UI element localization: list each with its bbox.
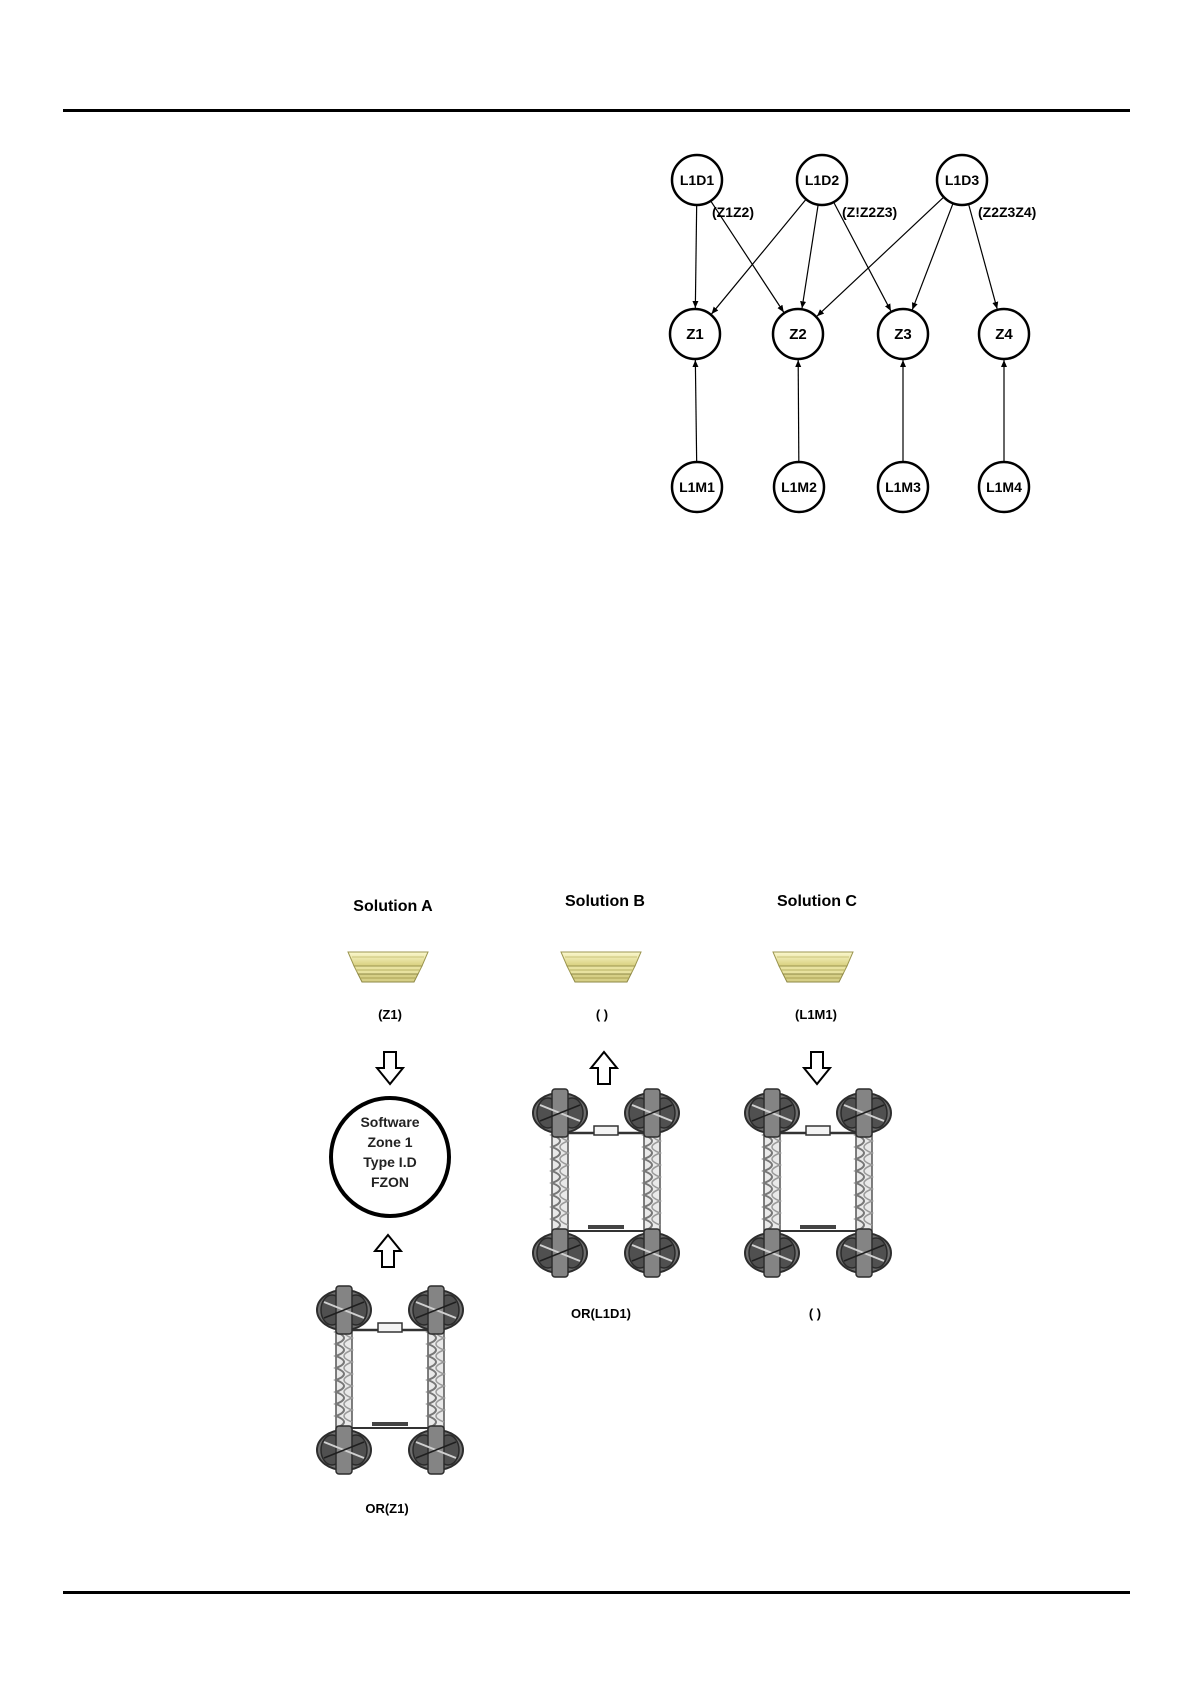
solution-b-sounder — [561, 952, 641, 982]
footer-rule — [63, 1591, 1130, 1594]
software-zone-line-2: Zone 1 — [367, 1134, 412, 1150]
software-zone-line-1: Software — [360, 1114, 419, 1130]
solution-b-top-label: ( ) — [596, 1007, 608, 1022]
solution-c-top-label: (L1M1) — [795, 1007, 837, 1022]
solution-c-bottom-label: ( ) — [809, 1306, 821, 1321]
solution-c-down-arrow-icon — [804, 1052, 830, 1084]
solution-a-device-cluster — [317, 1286, 463, 1474]
software-zone-line-4: FZON — [371, 1174, 409, 1190]
solution-a-top-label: (Z1) — [378, 1007, 402, 1022]
software-zone-line-3: Type I.D — [363, 1154, 416, 1170]
solution-a-title: Solution A — [353, 898, 433, 915]
solution-b-up-arrow-icon — [591, 1052, 617, 1084]
solution-b-bottom-label: OR(L1D1) — [571, 1306, 631, 1321]
solution-c-title: Solution C — [777, 893, 857, 910]
solution-c-sounder — [773, 952, 853, 982]
solution-a-panel: Solution A (Z1) Software Zone 1 Type I.D… — [317, 898, 463, 1516]
solution-c-panel: Solution C (L1M1) ( ) — [745, 893, 891, 1321]
solution-b-panel: Solution B ( ) OR(L1D1) — [533, 893, 679, 1321]
solution-b-title: Solution B — [565, 893, 645, 910]
solution-c-device-cluster — [745, 1089, 891, 1277]
solution-a-bottom-label: OR(Z1) — [365, 1501, 408, 1516]
solution-a-sounder — [348, 952, 428, 982]
solution-a-down-arrow-icon — [377, 1052, 403, 1084]
solution-a-up-arrow-icon — [375, 1235, 401, 1267]
solution-b-device-cluster — [533, 1089, 679, 1277]
